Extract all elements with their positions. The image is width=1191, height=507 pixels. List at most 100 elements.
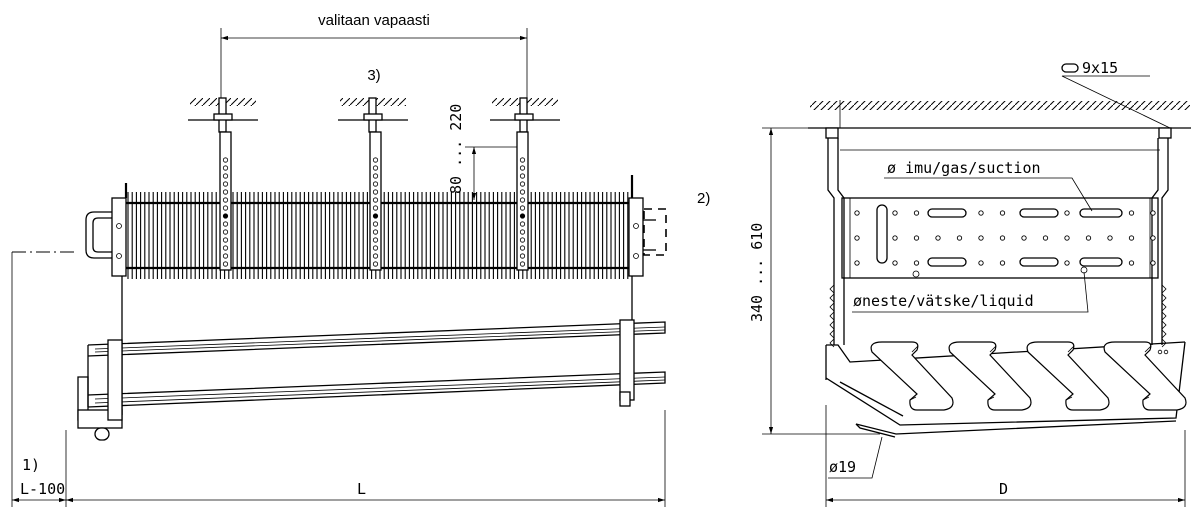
bracket-hole — [519, 245, 526, 251]
plate-hole — [999, 235, 1006, 241]
bracket-hole — [222, 245, 229, 251]
hanger-bracket-3 — [516, 131, 529, 271]
bracket-hole — [372, 237, 379, 243]
bracket-hole — [372, 229, 379, 235]
depth-label: D — [999, 480, 1008, 498]
plate-hole — [913, 210, 920, 216]
note-1-label: 1) — [22, 456, 40, 474]
bracket-hole — [222, 213, 229, 219]
plate-hole — [854, 210, 860, 216]
plate-hole — [935, 235, 941, 241]
louver-edge — [1065, 345, 1075, 401]
bracket-hole — [519, 181, 526, 187]
bracket-hole — [222, 237, 229, 243]
plate-hole — [1128, 235, 1135, 241]
hanger-notch — [1161, 302, 1167, 312]
plate-hole — [978, 260, 984, 266]
side-view: valitaan vapaasti 3) 80 ... 220 2) 1) L-… — [11, 12, 710, 507]
plate-hole — [978, 210, 984, 216]
leaders — [828, 63, 1171, 479]
hanger-notch — [829, 293, 835, 303]
plate-hole — [1128, 210, 1135, 216]
note-2-label: 2) — [697, 190, 710, 207]
bracket-hole — [222, 173, 229, 179]
plate-hole — [1064, 260, 1070, 266]
louver-edge — [987, 345, 997, 401]
plate-hole — [1150, 260, 1156, 266]
coil-end-plate — [841, 197, 1159, 279]
bracket-hole — [519, 165, 526, 171]
end-view: 340 ... 610 9x15 ø imu/gas/suction ønest… — [748, 59, 1191, 507]
end-drip-tray — [825, 341, 1187, 438]
bracket-hole — [222, 221, 229, 227]
hanger-notch — [829, 329, 835, 339]
bracket-hole — [519, 197, 526, 203]
bracket-hole — [519, 157, 526, 163]
hanger-notch — [1161, 293, 1167, 303]
hanger-notch — [829, 284, 835, 294]
plate-hole — [978, 235, 984, 241]
height-range-label: 340 ... 610 — [748, 223, 766, 322]
bracket-hole — [222, 261, 229, 267]
bracket-hole — [519, 221, 526, 227]
hanger-bracket-2 — [369, 131, 382, 271]
hanger-notch — [1161, 284, 1167, 294]
bracket-hole — [372, 221, 379, 227]
bracket-hole — [222, 229, 229, 235]
plate-hole — [913, 235, 920, 241]
span-dimension — [220, 28, 528, 100]
bracket-hole — [519, 205, 526, 211]
height-dimension — [762, 127, 880, 435]
louver-edge — [909, 345, 919, 401]
bracket-hole — [519, 253, 526, 259]
louver-blade — [870, 341, 954, 411]
plate-hole — [1064, 210, 1070, 216]
slot-label: 9x15 — [1082, 59, 1118, 77]
bracket-hole — [372, 261, 379, 267]
ceiling-mount-2 — [338, 97, 408, 133]
hanger-notch — [1161, 329, 1167, 339]
plate-hole — [1021, 235, 1027, 241]
bracket-hole — [372, 245, 379, 251]
span-label: valitaan vapaasti — [318, 12, 430, 29]
bracket-hole — [372, 205, 379, 211]
hanger-notch — [1161, 311, 1167, 321]
bracket-hole — [372, 189, 379, 195]
bracket-hole — [372, 157, 379, 163]
ceiling-mount-3 — [490, 97, 560, 133]
plate-hole — [854, 260, 860, 266]
bracket-hole — [372, 165, 379, 171]
bracket-hole — [372, 213, 379, 219]
bracket-hole — [372, 181, 379, 187]
hanger-range-dimension — [465, 146, 520, 200]
plate-hole — [1150, 235, 1156, 241]
bracket-hole — [222, 181, 229, 187]
bracket-hole — [519, 173, 526, 179]
length-label: L — [357, 480, 366, 498]
plate-hole — [956, 235, 963, 241]
plate-hole — [999, 210, 1006, 216]
drip-tray — [77, 319, 666, 441]
louver-edge — [1142, 345, 1152, 401]
plate-hole — [854, 235, 860, 241]
liquid-label: øneste/vätske/liquid — [853, 292, 1034, 310]
depth-dimension — [825, 405, 1186, 507]
plate-hole — [1107, 235, 1113, 241]
hanger-notch — [829, 311, 835, 321]
louver-blade — [1026, 341, 1110, 411]
bracket-hole — [372, 253, 379, 259]
plate-hole — [1150, 210, 1156, 216]
bracket-hole — [372, 197, 379, 203]
bracket-hole — [372, 173, 379, 179]
plate-hole — [892, 210, 898, 216]
plate-hole — [892, 260, 898, 266]
louver-blade — [1103, 341, 1187, 411]
hanger-notch — [1161, 320, 1167, 330]
plate-hole — [1085, 235, 1092, 241]
bracket-hole — [519, 213, 526, 219]
length-dimensions — [11, 251, 666, 507]
plate-hole — [913, 260, 920, 266]
bracket-hole — [519, 261, 526, 267]
hanger-notch — [829, 302, 835, 312]
